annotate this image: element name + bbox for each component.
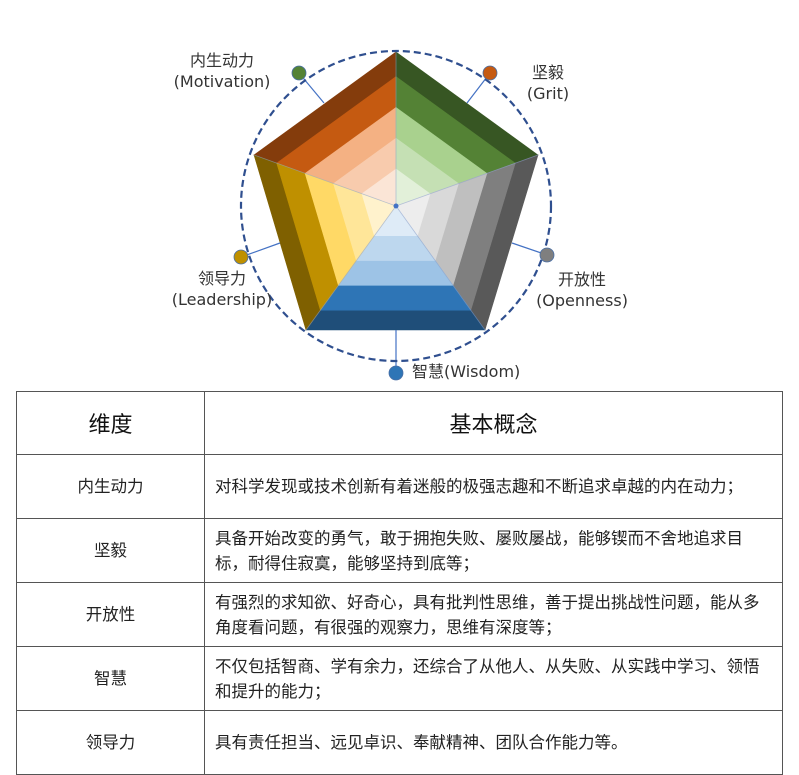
row-dimension: 开放性 (16, 582, 205, 647)
row-dimension: 内生动力 (16, 454, 205, 519)
table-header-row: 维度 基本概念 (16, 391, 783, 455)
wisdom-marker-dot-icon (388, 365, 404, 381)
wedge-divider (395, 154, 539, 207)
header-dimension: 维度 (16, 391, 205, 455)
wisdom-band-2 (319, 285, 472, 311)
label-openness-zh: 开放性 (557, 270, 606, 289)
label-grit-en: (Grit) (526, 84, 570, 103)
dimensions-table: 维度 基本概念 内生动力 对科学发现或技术创新有着迷般的极强志趣和不断追求卓越的… (16, 391, 783, 775)
label-motivation-en: (Motivation) (173, 72, 271, 91)
header-concept: 基本概念 (204, 391, 783, 455)
table-row: 坚毅 具备开始改变的勇气，敢于拥抱失败、屡败屡战，能够锲而不舍地追求目标，耐得住… (16, 518, 783, 583)
pentagon-graphic (233, 49, 555, 381)
wedge-divider (305, 205, 397, 331)
wedge-divider (395, 205, 486, 331)
leadership-marker-dot-icon (233, 249, 249, 265)
dimension-markers (233, 65, 555, 381)
row-dimension: 坚毅 (16, 518, 205, 583)
grit-marker-dot-icon (482, 65, 498, 81)
wedge-divider (253, 154, 397, 207)
dashed-outer-circle (239, 49, 553, 363)
row-concept: 对科学发现或技术创新有着迷般的极强志趣和不断追求卓越的内在动力； (204, 454, 783, 519)
label-openness: 开放性 (Openness) (530, 269, 634, 311)
center-point-icon (393, 203, 399, 209)
motivation-marker-dot-icon (291, 65, 307, 81)
label-openness-en: (Openness) (536, 291, 628, 310)
label-motivation: 内生动力 (Motivation) (172, 50, 272, 92)
label-leadership-en: (Leadership) (171, 290, 273, 309)
pentagon-radar-diagram: 内生动力 (Motivation) 坚毅 (Grit) 开放性 (Opennes… (0, 0, 799, 385)
label-grit: 坚毅 (Grit) (518, 62, 578, 104)
label-leadership-zh: 领导力 (197, 269, 246, 288)
row-concept: 有强烈的求知欲、好奇心，具有批判性思维，善于提出挑战性问题，能从多角度看问题，有… (204, 582, 783, 647)
row-concept: 具备开始改变的勇气，敢于拥抱失败、屡败屡战，能够锲而不舍地追求目标，耐得住寂寞，… (204, 518, 783, 583)
pentagon-wedges (253, 51, 539, 331)
label-wisdom-text: 智慧(Wisdom) (412, 362, 521, 381)
label-motivation-zh: 内生动力 (189, 51, 254, 70)
openness-marker-dot-icon (539, 247, 555, 263)
label-leadership: 领导力 (Leadership) (170, 268, 274, 310)
label-wisdom: 智慧(Wisdom) (412, 361, 552, 382)
row-dimension: 领导力 (16, 710, 205, 775)
row-dimension: 智慧 (16, 646, 205, 711)
table-row: 智慧 不仅包括智商、学有余力，还综合了从他人、从失败、从实践中学习、领悟和提升的… (16, 646, 783, 711)
row-concept: 具有责任担当、远见卓识、奉献精神、团队合作能力等。 (204, 710, 783, 775)
row-concept: 不仅包括智商、学有余力，还综合了从他人、从失败、从实践中学习、领悟和提升的能力； (204, 646, 783, 711)
table-row: 领导力 具有责任担当、远见卓识、奉献精神、团队合作能力等。 (16, 710, 783, 775)
label-grit-zh: 坚毅 (531, 63, 564, 82)
table-row: 开放性 有强烈的求知欲、好奇心，具有批判性思维，善于提出挑战性问题，能从多角度看… (16, 582, 783, 647)
wisdom-band-1 (305, 309, 486, 331)
wisdom-band-3 (337, 260, 454, 286)
table-row: 内生动力 对科学发现或技术创新有着迷般的极强志趣和不断追求卓越的内在动力； (16, 454, 783, 519)
